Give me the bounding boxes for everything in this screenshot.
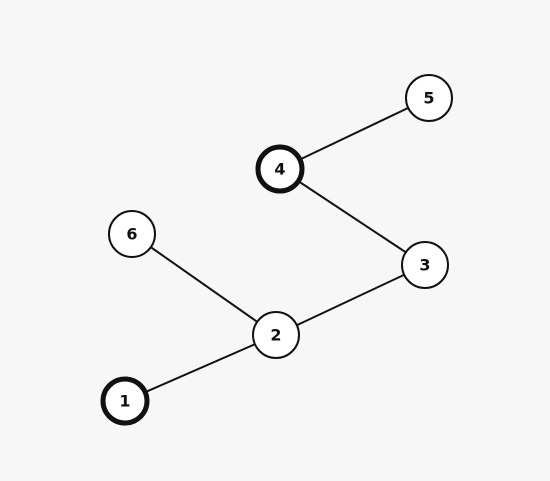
- node-circle-2: [252, 311, 300, 359]
- node-circle-4: [255, 144, 305, 194]
- node-1: 1: [100, 376, 150, 426]
- edge-2-6: [131, 233, 277, 336]
- edge-3-4: [279, 168, 426, 266]
- node-6: 6: [108, 210, 156, 258]
- node-2: 2: [252, 311, 300, 359]
- edge-2-3: [275, 264, 426, 336]
- node-label-2: 2: [270, 326, 281, 345]
- node-circle-6: [108, 210, 156, 258]
- node-circle-3: [401, 241, 449, 289]
- nodes-layer: 1 2 3 4 5 6: [100, 74, 453, 426]
- edge-1-2: [124, 334, 277, 402]
- node-label-6: 6: [126, 225, 137, 244]
- node-circle-5: [405, 74, 453, 122]
- node-label-5: 5: [423, 89, 434, 108]
- node-3: 3: [401, 241, 449, 289]
- node-label-4: 4: [274, 160, 285, 179]
- node-circle-1: [100, 376, 150, 426]
- node-label-3: 3: [419, 256, 430, 275]
- edge-4-5: [279, 97, 430, 170]
- node-5: 5: [405, 74, 453, 122]
- edges-layer: [124, 97, 430, 402]
- node-4: 4: [255, 144, 305, 194]
- node-label-1: 1: [119, 392, 130, 411]
